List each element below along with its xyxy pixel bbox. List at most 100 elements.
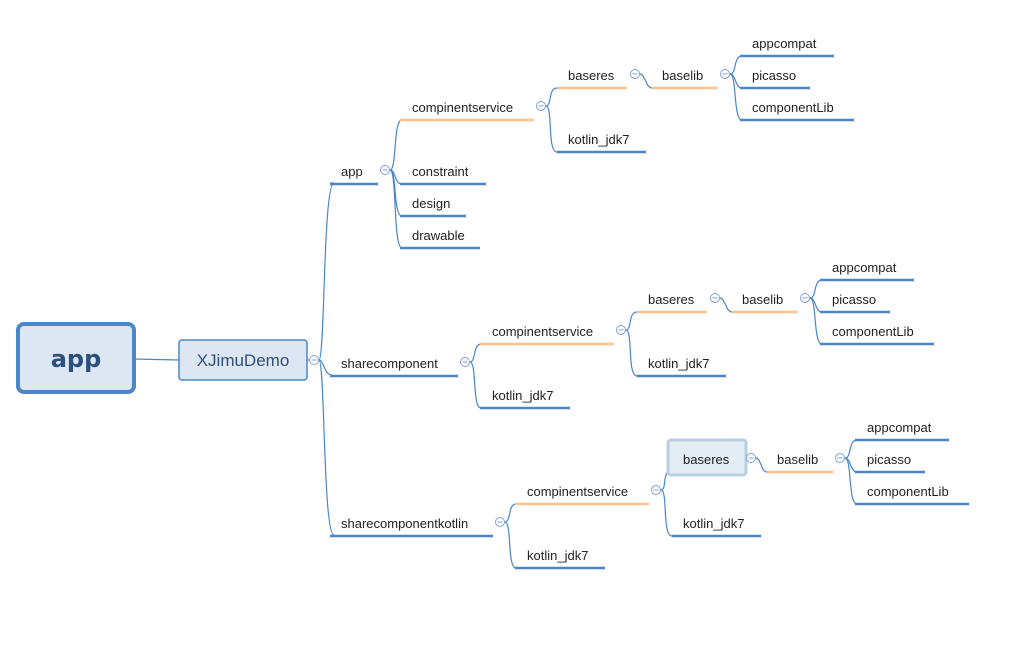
collapse-toggle-sharecomponent-compinentservice[interactable] — [616, 325, 626, 335]
topic-sharecomponent-baselib[interactable]: baselib — [732, 292, 798, 314]
topic-label: componentLib — [832, 324, 914, 339]
connector-app-design — [389, 169, 403, 217]
connector — [545, 105, 558, 153]
topic-sharecomponentkotlin-compinentservice[interactable]: compinentservice — [515, 484, 649, 506]
connector-root-main — [133, 358, 180, 361]
collapse-toggle-sharecomponentkotlin-compinentservice[interactable] — [651, 485, 661, 495]
topic-app-componentLib[interactable]: componentLib — [740, 100, 854, 122]
topic-label: appcompat — [867, 420, 932, 435]
topic-label: picasso — [867, 452, 911, 467]
topic-sharecomponentkotlin-picasso[interactable]: picasso — [855, 452, 925, 474]
topic-label: picasso — [832, 292, 876, 307]
connector — [719, 297, 733, 313]
collapse-toggle-main[interactable] — [309, 355, 319, 365]
root-topic[interactable]: app — [16, 322, 136, 394]
topic-sharecomponentkotlin-baselib[interactable]: baselib — [767, 452, 833, 474]
collapse-toggle-app-compinentservice[interactable] — [536, 101, 546, 111]
topic-sharecomponentkotlin-kotlin_jdk7-inner[interactable]: kotlin_jdk7 — [672, 516, 761, 538]
connector-app-compinentservice — [389, 119, 403, 171]
collapse-toggle-sharecomponentkotlin-baseres[interactable] — [746, 453, 756, 463]
connector — [469, 343, 482, 363]
connector — [729, 55, 743, 75]
connector — [844, 439, 858, 459]
topic-label: componentLib — [867, 484, 949, 499]
collapse-toggle-app-baselib[interactable] — [720, 69, 730, 79]
topic-sharecomponent-appcompat[interactable]: appcompat — [820, 260, 914, 282]
selected-topic-box — [666, 438, 748, 477]
topic-app-kotlin_jdk7[interactable]: kotlin_jdk7 — [557, 132, 646, 154]
topic-sharecomponentkotlin-kotlin_jdk7[interactable]: kotlin_jdk7 — [515, 548, 605, 570]
collapse-toggle-sharecomponent[interactable] — [460, 357, 470, 367]
topic-app[interactable]: app — [330, 164, 378, 186]
connector-app-drawable — [389, 169, 403, 249]
connector — [625, 311, 638, 331]
topic-label: baseres — [683, 452, 730, 467]
root-topic-box — [16, 322, 136, 394]
connector — [545, 87, 558, 107]
topic-label: baselib — [777, 452, 818, 467]
topic-sharecomponent-baseres[interactable]: baseres — [637, 292, 707, 314]
collapse-toggle-sharecomponent-baseres[interactable] — [710, 293, 720, 303]
topic-label: baseres — [648, 292, 695, 307]
collapse-toggle-sharecomponent-baselib[interactable] — [800, 293, 810, 303]
collapse-toggle-sharecomponentkotlin[interactable] — [495, 517, 505, 527]
topic-sharecomponentkotlin-appcompat[interactable]: appcompat — [855, 420, 949, 442]
main-topic[interactable]: XJimuDemo — [178, 339, 308, 381]
topic-label: kotlin_jdk7 — [527, 548, 588, 563]
topic-app-label: app — [341, 164, 363, 179]
connector — [729, 73, 743, 121]
topic-label: kotlin_jdk7 — [568, 132, 629, 147]
topic-label: componentLib — [752, 100, 834, 115]
connector — [504, 521, 517, 569]
topic-sharecomponent[interactable]: sharecomponent — [330, 356, 458, 378]
topic-app-appcompat[interactable]: appcompat — [740, 36, 834, 58]
topic-sharecomponent-picasso[interactable]: picasso — [820, 292, 890, 314]
topic-label: kotlin_jdk7 — [683, 516, 744, 531]
topic-label: picasso — [752, 68, 796, 83]
topic-label: appcompat — [752, 36, 817, 51]
connector — [809, 297, 823, 345]
topic-label: drawable — [412, 228, 465, 243]
connector — [639, 73, 653, 89]
topic-sharecomponentkotlin-componentLib[interactable]: componentLib — [855, 484, 969, 506]
connector — [755, 457, 768, 473]
topic-app-design[interactable]: design — [400, 196, 466, 218]
topic-sharecomponentkotlin-baseres-selected[interactable]: baseres — [666, 438, 748, 477]
topic-label: compinentservice — [412, 100, 513, 115]
topic-app-picasso[interactable]: picasso — [740, 68, 810, 90]
connector-main-app — [318, 182, 335, 361]
topic-sharecomponentkotlin[interactable]: sharecomponentkotlin — [330, 516, 493, 538]
topic-sharecomponent-componentLib[interactable]: componentLib — [820, 324, 934, 346]
connector — [844, 457, 858, 505]
connector-main-sharecomponentkotlin — [318, 359, 335, 536]
connector — [469, 361, 482, 409]
topic-label: sharecomponentkotlin — [341, 516, 468, 531]
connector — [809, 279, 823, 299]
topic-label: baselib — [662, 68, 703, 83]
topic-label: baseres — [568, 68, 615, 83]
topic-app-baselib[interactable]: baselib — [652, 68, 718, 90]
topic-app-drawable[interactable]: drawable — [400, 228, 480, 250]
topic-app-compinentservice[interactable]: compinentservice — [400, 100, 534, 122]
topic-sharecomponent-kotlin_jdk7-inner[interactable]: kotlin_jdk7 — [637, 356, 726, 378]
connector-main-sharecomponent — [318, 359, 333, 376]
connector — [504, 503, 517, 523]
topic-sharecomponent-kotlin_jdk7[interactable]: kotlin_jdk7 — [480, 388, 570, 410]
collapse-toggle-app-baseres[interactable] — [630, 69, 640, 79]
topic-label: appcompat — [832, 260, 897, 275]
connector — [660, 489, 673, 537]
connector — [625, 329, 638, 377]
topic-label: compinentservice — [527, 484, 628, 499]
collapse-toggle-sharecomponentkotlin-baselib[interactable] — [835, 453, 845, 463]
topic-sharecomponent-compinentservice[interactable]: compinentservice — [480, 324, 614, 346]
topic-label: constraint — [412, 164, 469, 179]
topic-label: baselib — [742, 292, 783, 307]
main-topic-label: XJimuDemo — [197, 351, 290, 370]
collapse-toggle-app[interactable] — [380, 165, 390, 175]
topic-app-baseres[interactable]: baseres — [557, 68, 627, 90]
topic-label: sharecomponent — [341, 356, 438, 371]
topic-label: kotlin_jdk7 — [648, 356, 709, 371]
topic-app-constraint[interactable]: constraint — [400, 164, 486, 186]
root-topic-label: app — [51, 345, 102, 373]
